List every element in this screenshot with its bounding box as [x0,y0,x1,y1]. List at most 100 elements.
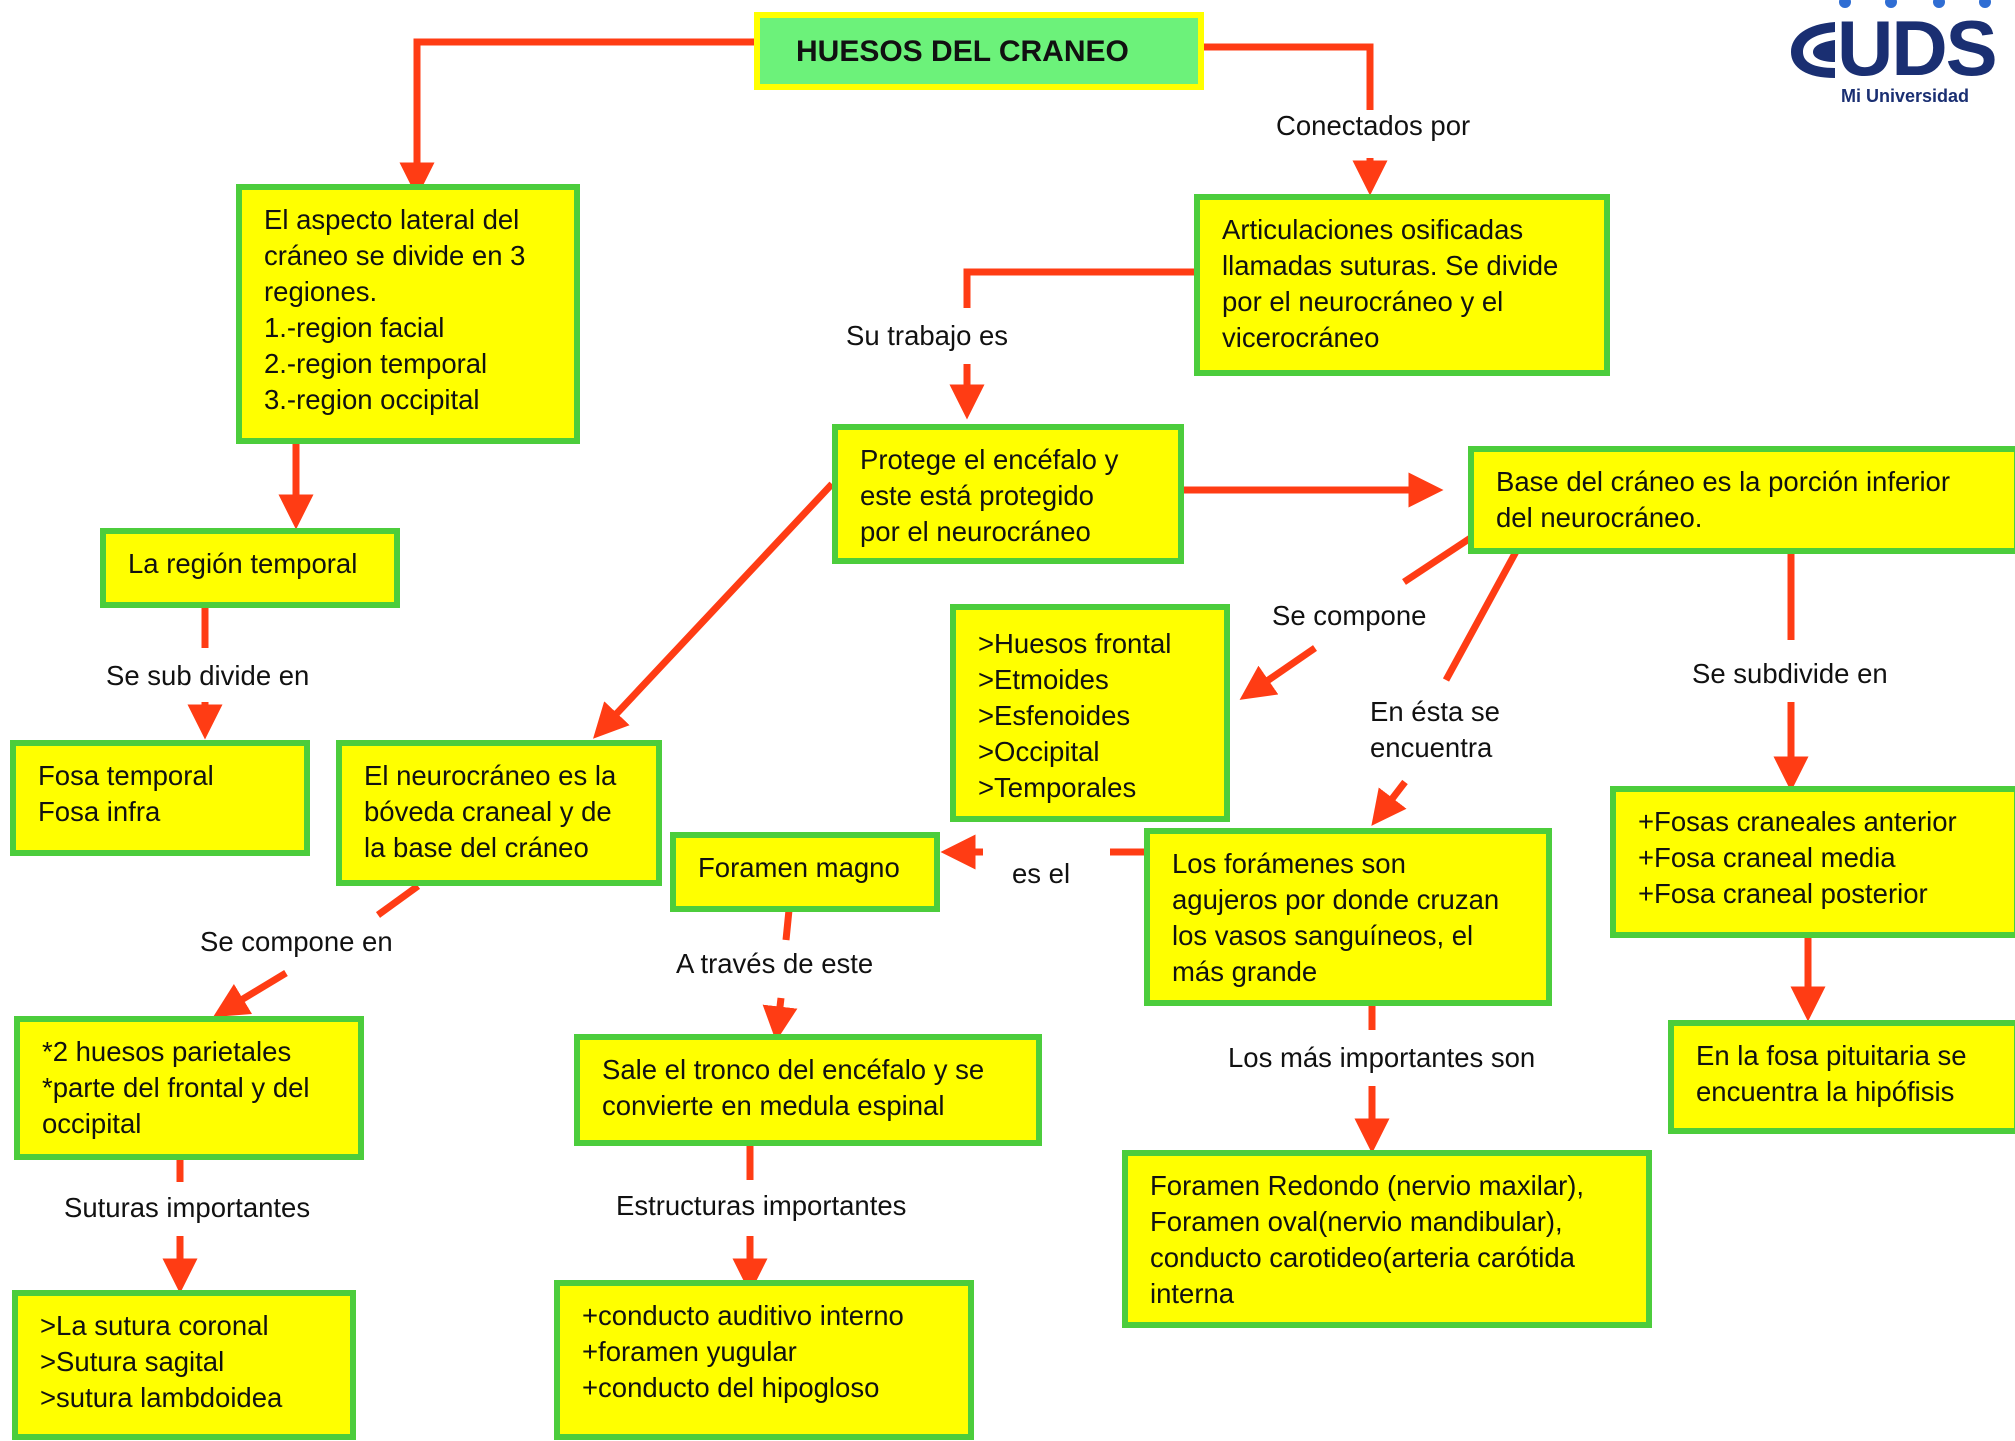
node-line: La región temporal [128,548,358,579]
map-title: HUESOS DEL CRANEO [754,12,1204,90]
label-a-traves-de-este: A través de este [676,948,874,979]
node-tronco-encefalo: Sale el tronco del encéfalo y se conviert… [574,1034,1042,1146]
node-line: occipital [42,1108,142,1139]
node-fosas-craneales: +Fosas craneales anterior +Fosa craneal m… [1610,786,2015,938]
node-protege-encefalo: Protege el encéfalo y este está protegido… [832,424,1184,564]
node-line: por el neurocráneo [860,516,1091,547]
node-line: +conducto auditivo interno [582,1300,904,1331]
logo-wordmark: UDS [1837,4,1998,92]
connector-compone-parietales [213,970,288,1018]
label-su-trabajo-es: Su trabajo es [846,320,1009,351]
connector-compone-huesos [1239,645,1317,700]
node-line: conducto carotideo(arteria carótida [1150,1242,1575,1273]
node-line: >Sutura sagital [40,1346,225,1377]
node-fosa-pituitaria: En la fosa pituitaria se encuentra la hip… [1668,1020,2015,1134]
node-line: Base del cráneo es la porción inferior [1496,466,1951,497]
node-line: 1.-region facial [264,312,445,343]
node-line: Foramen oval(nervio mandibular), [1150,1206,1563,1237]
node-line: *2 huesos parietales [42,1036,292,1067]
node-line: regiones. [264,276,378,307]
node-suturas-list: >La sutura coronal >Sutura sagital >sutura… [12,1290,356,1440]
node-line: más grande [1172,956,1318,987]
connector-magno-atraves [782,909,793,941]
node-articulaciones: Articulaciones osificadas llamadas sutura… [1194,194,1610,376]
node-line: agujeros por donde cruzan [1172,884,1500,915]
node-line: +foramen yugular [582,1336,797,1367]
node-line: *parte del frontal y del [42,1072,310,1103]
node-foramenes: Los forámenes son agujeros por donde cruz… [1144,828,1552,1006]
node-line: Protege el encéfalo y [860,444,1119,475]
node-neurocraneo: El neurocráneo es la bóveda craneal y de l… [336,740,662,886]
node-line: >La sutura coronal [40,1310,269,1341]
node-line: En la fosa pituitaria se [1696,1040,1967,1071]
node-line: +conducto del hipogloso [582,1372,880,1403]
node-line: vicerocráneo [1222,322,1380,353]
node-line: El neurocráneo es la [364,760,617,791]
label-estructuras-importantes: Estructuras importantes [616,1190,907,1221]
label-se-subdivide-en: Se subdivide en [1692,658,1888,689]
node-line: Sale el tronco del encéfalo y se [602,1054,985,1085]
connector-base-compone [1402,532,1477,585]
node-line: Foramen Redondo (nervio maxilar), [1150,1170,1585,1201]
node-line: los vasos sanguíneos, el [1172,920,1474,951]
connector-protege-neurocraneo [593,481,835,739]
node-line: +Fosas craneales anterior [1638,806,1957,837]
connector-neurocraneo-compone [375,883,421,918]
node-region-temporal: La región temporal [100,528,400,608]
label-conectados-por: Conectados por [1276,110,1471,141]
logo-subtitle: Mi Universidad [1841,86,1970,106]
node-base-craneo: Base del cráneo es la porción inferior de… [1468,446,2015,554]
node-line: convierte en medula espinal [602,1090,945,1121]
node-line: >Huesos frontal [978,628,1172,659]
node-line: bóveda craneal y de [364,796,612,827]
label-en-esta-se: En ésta se [1370,696,1500,727]
label-se-compone-en: Se compone en [200,926,393,957]
node-line: encuentra la hipófisis [1696,1076,1955,1107]
node-line: >Etmoides [978,664,1109,695]
node-line: Fosa temporal [38,760,214,791]
connector-atraves-tronco [762,997,798,1042]
label-los-mas-importantes: Los más importantes son [1228,1042,1536,1073]
node-line: del neurocráneo. [1496,502,1703,533]
node-line: Foramen magno [698,852,900,883]
node-line: la base del cráneo [364,832,589,863]
label-suturas-importantes: Suturas importantes [64,1192,311,1223]
node-line: 2.-region temporal [264,348,488,379]
node-line: llamadas suturas. Se divide [1222,250,1559,281]
node-line: >Temporales [978,772,1137,803]
node-line: este está protegido [860,480,1094,511]
connector-articulaciones-trabajo [963,268,1196,308]
node-foramen-magno: Foramen magno [670,832,940,912]
node-huesos-list: >Huesos frontal >Etmoides >Esfenoides >Occi… [950,604,1230,822]
node-conductos-list: +conducto auditivo interno +foramen yugul… [554,1280,974,1440]
connector-enesta-foramenes [1371,779,1408,826]
node-line: El aspecto lateral del [264,204,520,235]
node-huesos-parietales: *2 huesos parietales *parte del frontal y… [14,1016,364,1160]
node-line: por el neurocráneo y el [1222,286,1504,317]
node-line: Los forámenes son [1172,848,1406,879]
node-line: Articulaciones osificadas [1222,214,1524,245]
label-se-sub-divide-en: Se sub divide en [106,660,310,691]
connector-title-lateral [399,38,755,198]
node-line: >Esfenoides [978,700,1131,731]
label-se-compone: Se compone [1272,600,1427,631]
label-encuentra: encuentra [1370,732,1493,763]
logo-dots-icon [1839,0,1991,8]
uds-logo: UDS Mi Universidad [1785,0,2015,120]
node-line: interna [1150,1278,1235,1309]
label-es-el: es el [1012,858,1071,889]
connector-title-articulaciones [1204,43,1374,110]
node-foramen-redondo: Foramen Redondo (nervio maxilar), Foramen… [1122,1150,1652,1328]
node-line: +Fosa craneal media [1638,842,1896,873]
connector-base-enesta [1442,546,1522,682]
node-line: 3.-region occipital [264,384,480,415]
node-line: Fosa infra [38,796,161,827]
node-line: +Fosa craneal posterior [1638,878,1928,909]
node-line: >Occipital [978,736,1100,767]
node-line: >sutura lambdoidea [40,1382,283,1413]
logo-swoosh-icon [1791,22,1835,78]
